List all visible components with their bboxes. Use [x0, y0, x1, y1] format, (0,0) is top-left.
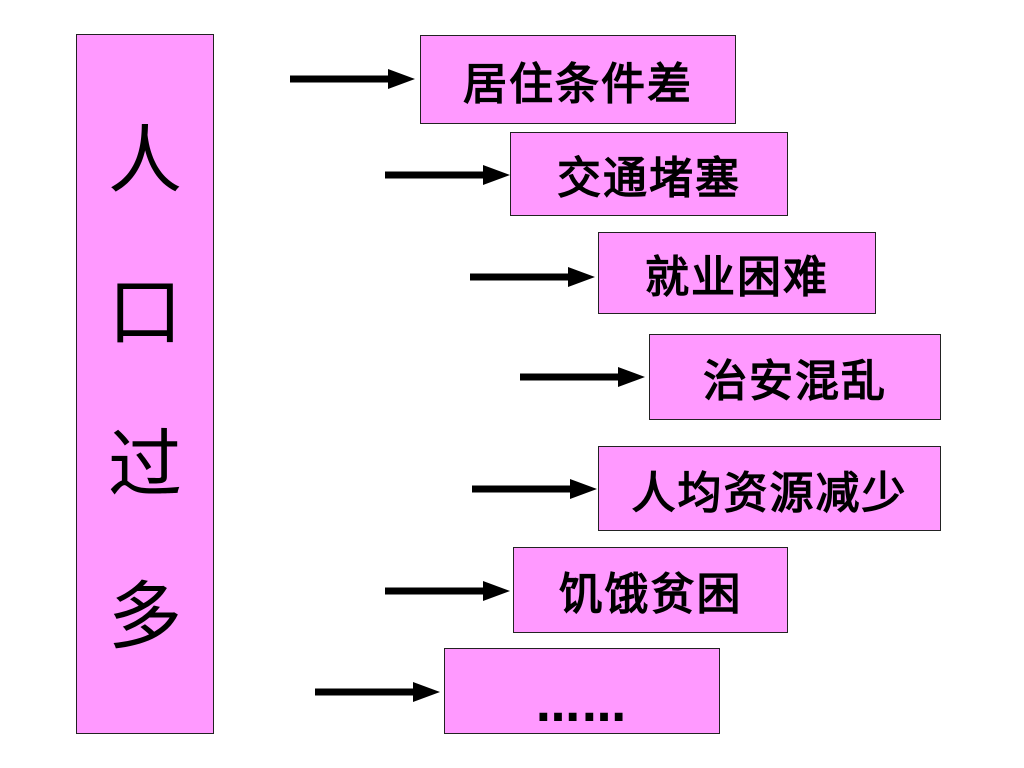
arrow-icon [472, 477, 597, 501]
consequence-label: 饥饿贫困 [558, 569, 743, 620]
consequence-box-7: …… [444, 648, 720, 734]
consequence-label: …… [536, 680, 628, 732]
arrow-icon [315, 680, 440, 704]
arrow-icon [290, 67, 415, 91]
main-topic-char-2: 口 [108, 270, 182, 356]
consequence-box-2: 交通堵塞 [510, 132, 788, 216]
consequence-box-5: 人均资源减少 [598, 446, 941, 531]
arrow-icon [385, 163, 510, 187]
consequence-label: 交通堵塞 [557, 153, 741, 204]
main-topic-char-4: 多 [108, 574, 182, 660]
consequence-label: 居住条件差 [463, 58, 693, 110]
arrow-icon [470, 265, 595, 289]
main-topic-box: 人 口 过 多 [76, 34, 214, 734]
consequence-label: 就业困难 [645, 252, 829, 303]
consequence-box-1: 居住条件差 [420, 35, 736, 124]
consequence-box-4: 治安混乱 [649, 334, 941, 420]
arrow-icon [520, 365, 645, 389]
main-topic-char-1: 人 [108, 118, 182, 204]
consequence-box-6: 饥饿贫困 [513, 547, 788, 633]
main-topic-char-3: 过 [108, 422, 182, 508]
arrow-icon [385, 579, 510, 603]
consequence-box-3: 就业困难 [598, 232, 876, 314]
consequence-label: 人均资源减少 [631, 467, 908, 519]
consequence-label: 治安混乱 [703, 356, 887, 407]
